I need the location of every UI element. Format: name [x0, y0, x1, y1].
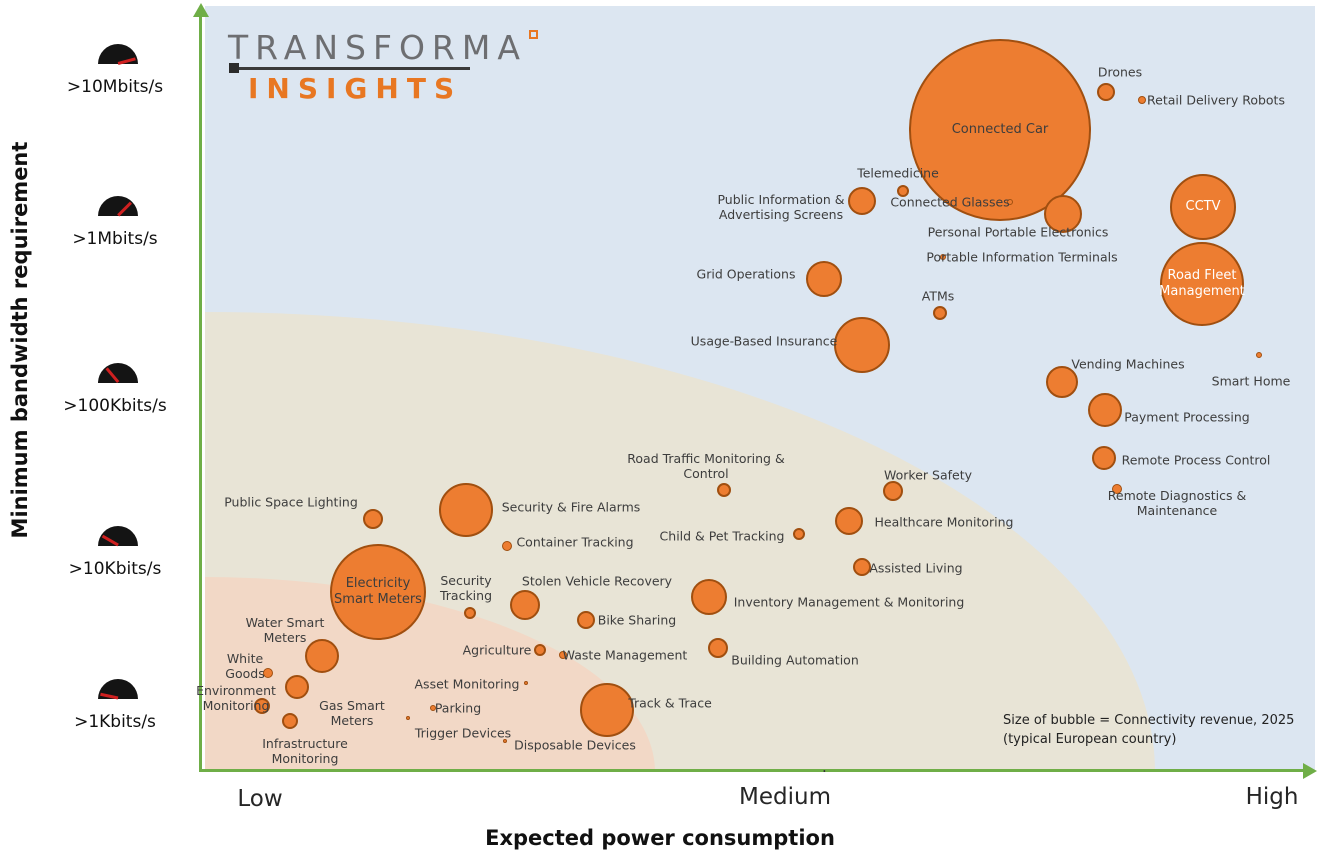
- y-axis-arrow-icon: [193, 3, 209, 17]
- gauge-needle-icon: [117, 56, 136, 64]
- x-tick-high: High: [1245, 784, 1299, 810]
- y-axis-title: Minimum bandwidth requirement: [8, 141, 32, 539]
- transforma-insights-logo: TRANSFORMA INSIGHTS: [228, 28, 538, 105]
- logo-transforma-text: TRANSFORMA: [228, 28, 538, 67]
- gauge-needle-icon: [100, 692, 119, 699]
- speedometer-icon-10mbits: [98, 44, 138, 64]
- gauge-needle-icon: [117, 201, 132, 216]
- y-tick-10kbits: >10Kbits/s: [68, 559, 162, 579]
- x-tick-medium: Medium: [739, 784, 831, 810]
- x-tick-low: Low: [237, 786, 283, 812]
- y-tick-1kbits: >1Kbits/s: [74, 712, 156, 732]
- gauge-needle-icon: [105, 367, 119, 383]
- logo-word-transforma: TRANSFORMA: [228, 28, 527, 67]
- logo-insights-text: INSIGHTS: [229, 63, 471, 105]
- bubble-size-legend-line2: (typical European country): [1003, 731, 1177, 747]
- stray-dot: .: [822, 758, 827, 776]
- speedometer-icon-1kbits: [98, 679, 138, 699]
- x-axis-title: Expected power consumption: [485, 826, 835, 850]
- logo-word-insights: INSIGHTS: [248, 72, 463, 105]
- x-axis-arrow-icon: [1303, 763, 1317, 779]
- logo-square-icon: [229, 63, 239, 73]
- y-axis: [199, 16, 202, 772]
- bubble-size-legend-line1: Size of bubble = Connectivity revenue, 2…: [1003, 713, 1295, 728]
- y-tick-10mbits: >10Mbits/s: [66, 77, 164, 97]
- y-tick-100kbits: >100Kbits/s: [63, 396, 167, 416]
- speedometer-icon-100kbits: [98, 363, 138, 383]
- logo-flag-icon: [528, 30, 538, 39]
- bubble-size-legend: Size of bubble = Connectivity revenue, 2…: [1003, 712, 1294, 750]
- plot-area: [205, 6, 1315, 770]
- speedometer-icon-1mbits: [98, 196, 138, 216]
- x-axis: [199, 769, 1305, 772]
- gauge-needle-icon: [101, 534, 119, 546]
- speedometer-icon-10kbits: [98, 526, 138, 546]
- y-tick-1mbits: >1Mbits/s: [72, 229, 158, 249]
